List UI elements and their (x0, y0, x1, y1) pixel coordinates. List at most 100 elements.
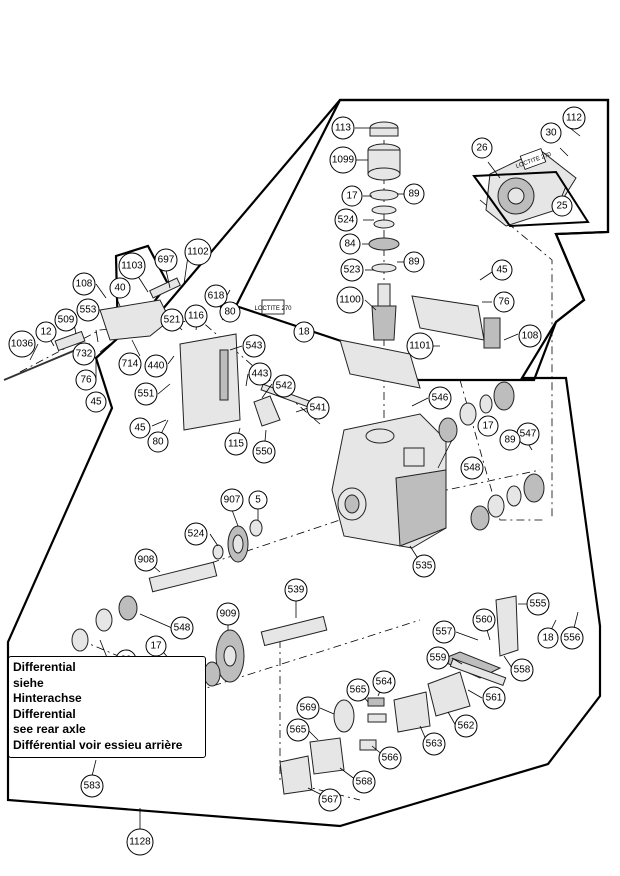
callout-25: 25 (551, 195, 573, 217)
callout-732: 732 (72, 342, 96, 366)
callout-443: 443 (248, 362, 272, 386)
svg-text:542: 542 (276, 381, 293, 392)
callout-908: 908 (134, 548, 158, 572)
callout-1128: 1128 (126, 828, 154, 856)
svg-text:535: 535 (416, 561, 433, 572)
svg-text:45: 45 (90, 397, 102, 408)
svg-text:557: 557 (436, 627, 453, 638)
callout-509: 509 (54, 308, 78, 332)
svg-text:76: 76 (80, 375, 92, 386)
callout-548: 548 (170, 616, 194, 640)
callout-543: 543 (242, 334, 266, 358)
callout-17: 17 (477, 415, 499, 437)
svg-text:45: 45 (496, 265, 508, 276)
svg-text:1102: 1102 (187, 247, 209, 258)
callout-26: 26 (471, 137, 493, 159)
callout-568: 568 (352, 770, 376, 794)
callout-112: 112 (562, 106, 586, 130)
callout-108: 108 (72, 272, 96, 296)
callout-521: 521 (160, 308, 184, 332)
transmission-housing (331, 413, 447, 549)
svg-text:553: 553 (80, 305, 97, 316)
callout-524: 524 (334, 208, 358, 232)
callout-559: 559 (426, 646, 450, 670)
callout-1100: 1100 (336, 286, 364, 314)
svg-text:555: 555 (530, 599, 547, 610)
svg-text:547: 547 (520, 429, 537, 440)
callout-1099: 1099 (329, 146, 357, 174)
svg-text:17: 17 (346, 191, 358, 202)
callout-1103: 1103 (118, 252, 146, 280)
svg-text:509: 509 (58, 315, 75, 326)
callout-5: 5 (248, 490, 268, 510)
callout-565: 565 (346, 678, 370, 702)
brake-assembly (279, 595, 519, 795)
svg-text:40: 40 (114, 283, 126, 294)
callout-909: 909 (216, 602, 240, 626)
note-line-4: Differential (13, 706, 76, 721)
loctite-tag-1: LOCTITE 270 (254, 299, 292, 315)
callout-563: 563 (422, 732, 446, 756)
svg-text:548: 548 (174, 623, 191, 634)
svg-text:714: 714 (122, 359, 139, 370)
callout-553: 553 (76, 298, 100, 322)
svg-text:568: 568 (356, 777, 373, 788)
callout-115: 115 (224, 432, 248, 456)
svg-text:113: 113 (335, 123, 351, 134)
svg-text:560: 560 (476, 615, 493, 626)
svg-text:561: 561 (486, 693, 503, 704)
svg-text:565: 565 (350, 685, 367, 696)
callout-76: 76 (75, 369, 97, 391)
svg-text:80: 80 (224, 307, 236, 318)
callout-45: 45 (85, 391, 107, 413)
svg-text:564: 564 (376, 677, 393, 688)
svg-text:697: 697 (158, 255, 175, 266)
callout-535: 535 (412, 554, 436, 578)
callout-80: 80 (147, 431, 169, 453)
callout-84: 84 (339, 233, 361, 255)
callout-12: 12 (35, 321, 57, 343)
svg-text:559: 559 (430, 653, 447, 664)
note-line-3: Hinterachse (13, 691, 82, 705)
svg-text:108: 108 (522, 331, 539, 342)
svg-text:76: 76 (498, 297, 510, 308)
svg-text:909: 909 (220, 609, 237, 620)
callout-76: 76 (493, 291, 515, 313)
callout-546: 546 (428, 386, 452, 410)
callout-560: 560 (472, 608, 496, 632)
svg-text:30: 30 (545, 128, 557, 139)
callout-17: 17 (341, 185, 363, 207)
differential-note: Differential siehe Hinterachse Different… (8, 656, 206, 758)
callout-1101: 1101 (406, 332, 434, 360)
callout-564: 564 (372, 670, 396, 694)
svg-text:443: 443 (252, 369, 269, 380)
svg-text:543: 543 (246, 341, 263, 352)
svg-text:618: 618 (208, 291, 225, 302)
note-line-5: see rear axle (13, 722, 86, 736)
right-bearings (438, 381, 545, 531)
svg-text:908: 908 (138, 555, 155, 566)
top-bearing-stack (367, 121, 401, 341)
svg-text:1101: 1101 (409, 341, 431, 352)
svg-text:563: 563 (426, 739, 443, 750)
svg-text:541: 541 (310, 403, 327, 414)
svg-text:5: 5 (255, 495, 261, 506)
callout-17: 17 (145, 635, 167, 657)
callout-89: 89 (499, 429, 521, 451)
callout-113: 113 (331, 116, 355, 140)
svg-text:907: 907 (224, 495, 241, 506)
svg-text:26: 26 (476, 143, 488, 154)
callout-542: 542 (272, 374, 296, 398)
callout-569: 569 (296, 696, 320, 720)
svg-text:521: 521 (164, 315, 181, 326)
callout-556: 556 (560, 626, 584, 650)
svg-text:17: 17 (150, 641, 162, 652)
callout-558: 558 (510, 658, 534, 682)
callout-1102: 1102 (184, 238, 212, 266)
svg-text:1100: 1100 (339, 295, 361, 306)
callout-89: 89 (403, 183, 425, 205)
svg-text:524: 524 (338, 215, 355, 226)
callout-89: 89 (403, 251, 425, 273)
svg-text:583: 583 (84, 781, 101, 792)
